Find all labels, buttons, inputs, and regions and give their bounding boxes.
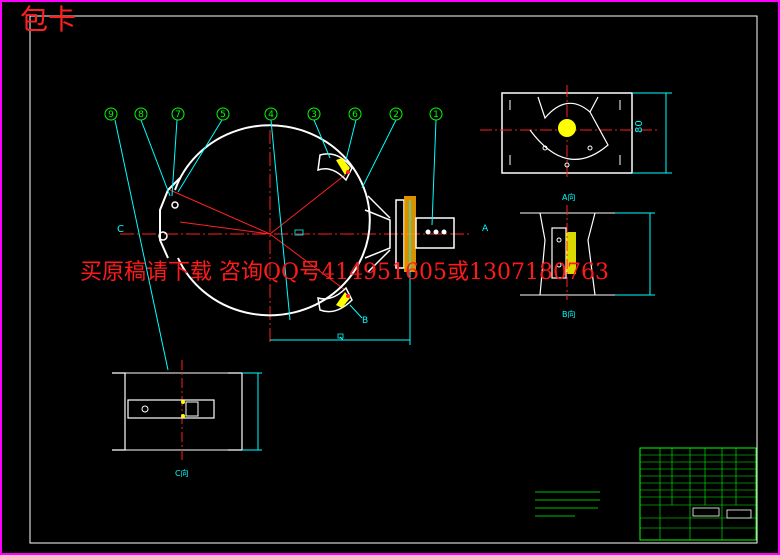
balloon-2-label: 2 xyxy=(393,110,399,120)
watermark-text: 买原稿请下载 咨询QQ号414951605或1307180763 xyxy=(80,260,610,285)
section-b-marker: B xyxy=(362,316,368,326)
balloon-9-label: 9 xyxy=(108,110,114,120)
balloon-2: 2 xyxy=(389,107,403,121)
balloon-1: 1 xyxy=(429,107,443,121)
drawing-title: 包卡 xyxy=(20,3,77,36)
balloon-5: 5 xyxy=(216,107,230,121)
balloon-5-label: 5 xyxy=(220,110,226,120)
balloon-3: 3 xyxy=(307,107,321,121)
balloon-6: 6 xyxy=(348,107,362,121)
balloon-4-label: 4 xyxy=(268,110,274,120)
balloon-3-label: 3 xyxy=(311,110,317,120)
balloon-8: 8 xyxy=(134,107,148,121)
balloon-7: 7 xyxy=(171,107,185,121)
balloon-8-label: 8 xyxy=(138,110,144,120)
view-b: B向 xyxy=(520,205,655,319)
technical-notes xyxy=(535,491,600,517)
balloon-group: 9 8 7 5 4 3 6 2 1 xyxy=(104,107,443,121)
section-a-marker: A xyxy=(482,224,489,234)
balloon-9: 9 xyxy=(104,107,118,121)
balloon-1-label: 1 xyxy=(433,110,439,120)
balloon-6-label: 6 xyxy=(352,110,358,120)
view-a-label: A向 xyxy=(562,192,575,202)
section-c-marker: C xyxy=(117,224,124,235)
balloon-4: 4 xyxy=(264,107,278,121)
balloon-7-label: 7 xyxy=(175,110,181,120)
view-c: C向 xyxy=(112,360,262,478)
view-a: 80 A向 xyxy=(480,85,672,202)
main-view xyxy=(114,119,470,371)
drawing-frame xyxy=(29,15,758,544)
title-block xyxy=(639,447,757,541)
dimension-80: 80 xyxy=(634,120,645,133)
view-c-label: C向 xyxy=(175,468,189,478)
view-b-label: B向 xyxy=(562,309,576,319)
